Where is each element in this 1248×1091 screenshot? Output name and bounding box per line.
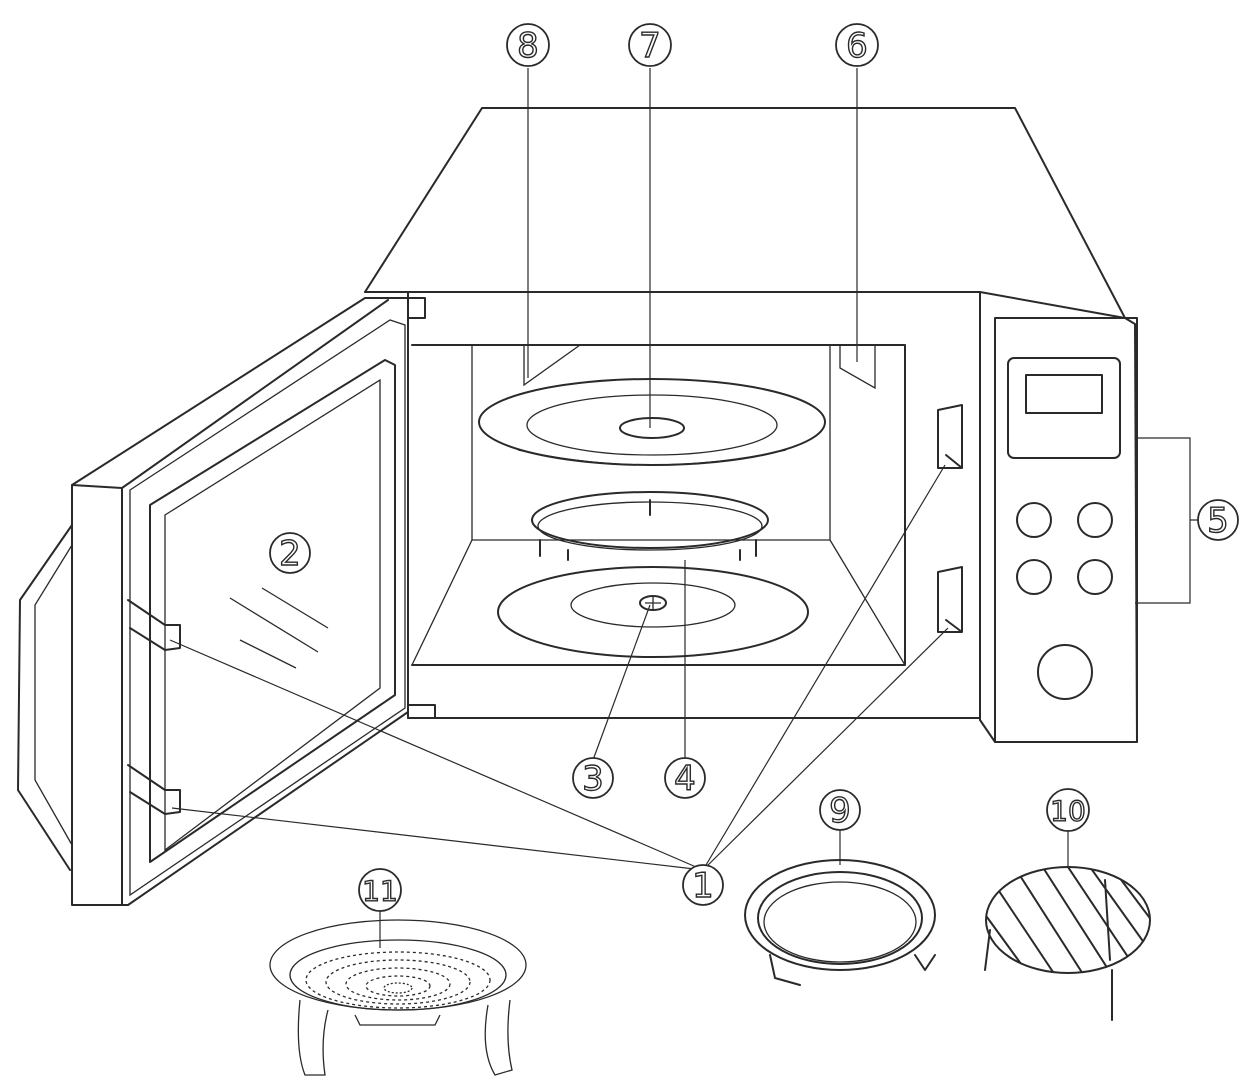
control-button xyxy=(1016,559,1052,595)
oven-cavity xyxy=(411,344,963,666)
door-window xyxy=(164,378,381,852)
callout-label: 5 xyxy=(1207,501,1229,541)
callout-label: 8 xyxy=(517,26,539,66)
callout-label: 9 xyxy=(829,791,851,831)
door-interlock-lower xyxy=(937,566,963,633)
callout-8: 8 xyxy=(506,23,550,67)
callout-label: 1 xyxy=(692,866,714,906)
roller-ring xyxy=(531,491,769,561)
waveguide-cover-right xyxy=(839,345,876,390)
door xyxy=(17,297,436,906)
callout-10: 10 xyxy=(1046,788,1090,832)
control-button xyxy=(1077,559,1113,595)
callout-label: 10 xyxy=(1050,795,1086,828)
callout-6: 6 xyxy=(835,23,879,67)
callout-11: 11 xyxy=(358,868,402,912)
accessory-steam-plate-11 xyxy=(269,919,527,1076)
tray-hub xyxy=(619,417,685,439)
display-window xyxy=(1025,374,1103,414)
callout-5: 5 xyxy=(1197,499,1239,542)
control-button xyxy=(1077,502,1113,538)
control-panel xyxy=(979,291,1138,743)
control-knob xyxy=(1037,644,1093,700)
microwave-body xyxy=(364,107,1126,719)
callout-2: 2 xyxy=(269,532,311,575)
door-latch-lower xyxy=(127,764,181,815)
rotating-shaft xyxy=(639,595,667,611)
callout-label: 2 xyxy=(279,534,301,574)
cavity-floor xyxy=(497,566,809,658)
glass-tray xyxy=(478,378,826,466)
callout-3: 3 xyxy=(572,757,614,800)
callout-label: 3 xyxy=(582,759,604,799)
callout-9: 9 xyxy=(819,789,861,832)
callout-label: 11 xyxy=(362,875,398,908)
callout-label: 6 xyxy=(846,26,868,66)
callout-label: 7 xyxy=(639,26,661,66)
door-handle xyxy=(17,524,73,871)
accessory-grill-rack-10 xyxy=(984,866,1151,1021)
callout-7: 7 xyxy=(628,23,672,67)
callout-4: 4 xyxy=(664,757,706,800)
waveguide-cover-left xyxy=(523,344,581,387)
door-latch-upper xyxy=(127,599,181,651)
callout-1: 1 xyxy=(682,864,724,907)
door-interlock-upper xyxy=(937,404,963,469)
callout-label: 4 xyxy=(674,759,696,799)
control-button xyxy=(1016,502,1052,538)
accessory-ring-9 xyxy=(744,859,936,986)
